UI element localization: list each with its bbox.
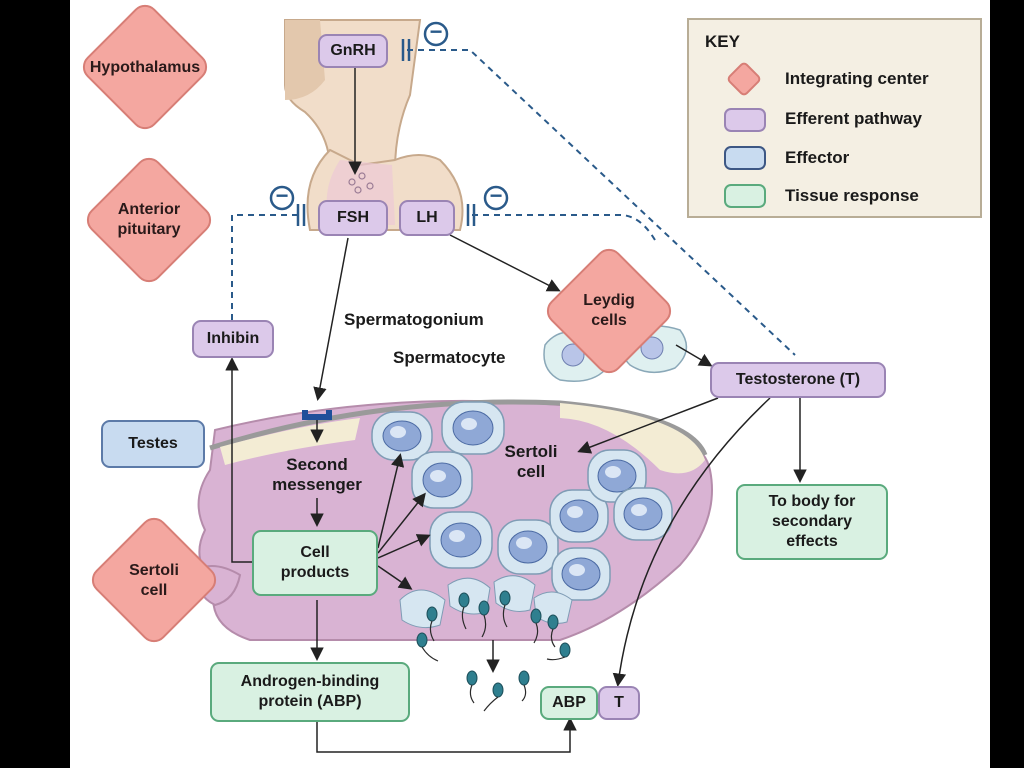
abp-box: ABP xyxy=(540,686,598,720)
spermatocyte-label: Spermatocyte xyxy=(393,348,506,367)
inhibition-bars xyxy=(296,39,476,226)
sperm-tails xyxy=(421,604,566,712)
minus-icon: − xyxy=(489,183,503,208)
basement-membrane xyxy=(209,399,708,457)
to-body-box: To body for secondary effects xyxy=(736,484,888,560)
minus-icons xyxy=(269,21,509,211)
pathway-arrows xyxy=(225,68,807,753)
key-item-label: Effector xyxy=(785,148,850,167)
key-legend: KEY Integrating center Efferent pathway … xyxy=(687,18,982,218)
tissue-response-swatch xyxy=(724,184,766,208)
key-title: KEY xyxy=(705,32,740,51)
sperm-cells xyxy=(416,590,571,698)
minus-icon: − xyxy=(429,19,443,44)
fsh-receptor xyxy=(302,410,332,420)
spermatogonium-label: Spermatogonium xyxy=(344,310,484,329)
fsh-box: FSH xyxy=(318,200,388,236)
hypothalamus-shading xyxy=(285,20,325,100)
key-item-label: Tissue response xyxy=(785,186,919,205)
inhibin-box: Inhibin xyxy=(192,320,274,358)
second-messenger-label: Second messenger xyxy=(272,455,362,494)
key-item-label: Integrating center xyxy=(785,69,929,88)
anterior-pituitary-label: Anterior pituitary xyxy=(117,201,181,238)
negative-feedback-lines xyxy=(231,49,796,356)
hypothalamus-label: Hypothalamus xyxy=(89,59,201,76)
sertoli-cell-label: Sertoli cell xyxy=(504,442,558,481)
testosterone-box: Testosterone (T) xyxy=(710,362,886,398)
lumen-region xyxy=(560,403,705,474)
cell-products-box: Cell products xyxy=(252,530,378,596)
leydig-label: Leydig cells xyxy=(583,292,635,329)
integrating-center-swatch xyxy=(725,60,763,98)
portal-vesicles xyxy=(348,172,374,194)
abp-production-box: Androgen-binding protein (ABP) xyxy=(210,662,410,722)
t-box: T xyxy=(598,686,640,720)
gnrh-box: GnRH xyxy=(318,34,388,68)
lumen-left xyxy=(220,418,360,465)
lh-box: LH xyxy=(399,200,455,236)
minus-icon: − xyxy=(275,183,289,208)
sertoli-side-label: Sertoli cell xyxy=(129,562,179,599)
germ-cells xyxy=(371,401,673,629)
effector-swatch xyxy=(724,146,766,170)
key-item-label: Efferent pathway xyxy=(785,109,922,128)
testes-box: Testes xyxy=(101,420,205,468)
efferent-pathway-swatch xyxy=(724,108,766,132)
